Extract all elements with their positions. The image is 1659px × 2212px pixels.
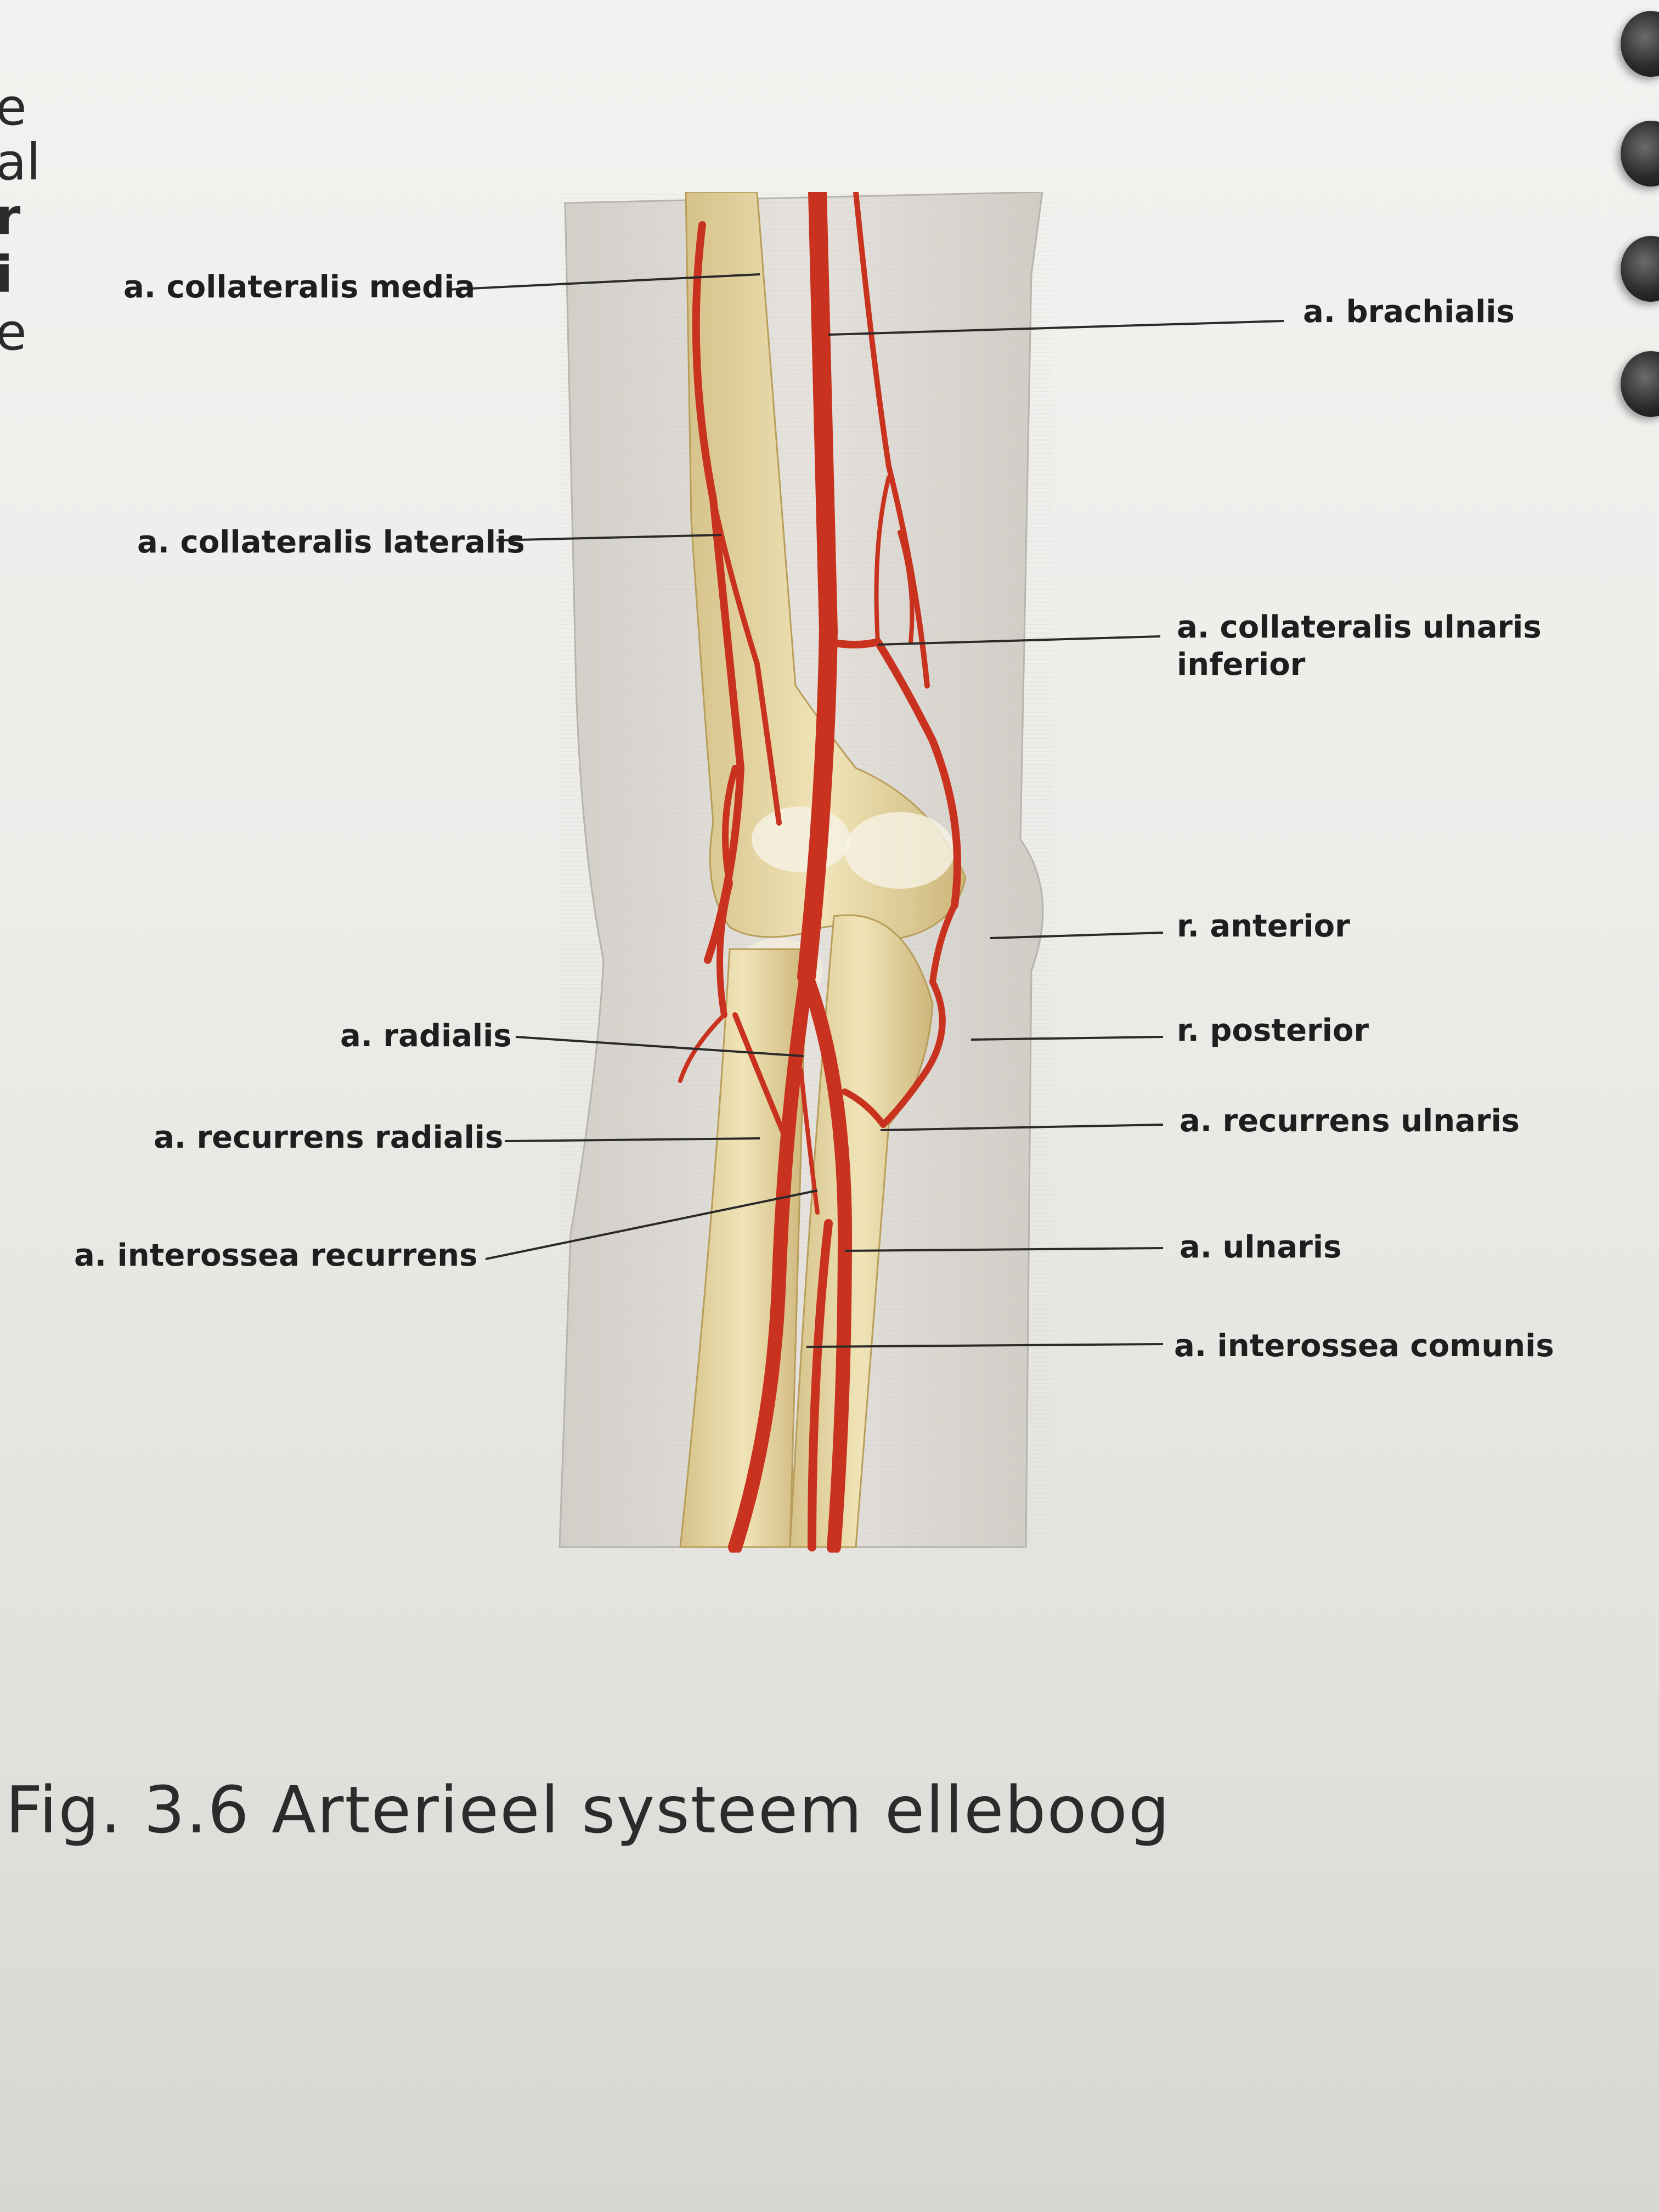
margin-fragment: i	[0, 245, 13, 304]
binding-ring	[1621, 236, 1659, 302]
margin-fragment: e	[0, 78, 27, 137]
elbow-artery-illustration	[549, 192, 1075, 1553]
ramus-posterior-artery	[880, 979, 946, 1128]
brachialis-artery	[797, 192, 838, 986]
figure-caption: Fig. 3.6 Arterieel systeem elleboog	[5, 1772, 1171, 1848]
ramus-anterior-artery	[929, 902, 958, 985]
binding-ring	[1621, 351, 1659, 417]
illustration-svg	[558, 192, 1053, 1553]
label-r-posterior: r. posterior	[1177, 1013, 1369, 1048]
collateralis-media-artery	[692, 221, 744, 964]
label-radialis: a. radialis	[340, 1018, 512, 1054]
label-r-anterior: r. anterior	[1177, 909, 1350, 944]
label-recurrens-radialis: a. recurrens radialis	[154, 1120, 504, 1155]
label-interossea-comunis: a. interossea comunis	[1174, 1328, 1554, 1364]
label-line: inferior	[1177, 647, 1306, 683]
radialis-artery	[728, 969, 814, 1553]
margin-fragment: e	[0, 303, 27, 362]
margin-fragment: r	[0, 188, 21, 246]
label-recurrens-ulnaris: a. recurrens ulnaris	[1180, 1103, 1520, 1139]
humerus-bone	[685, 192, 967, 939]
label-interossea-recurrens: a. interossea recurrens	[74, 1238, 478, 1273]
binding-ring	[1621, 11, 1659, 77]
label-collateralis-ulnaris-inferior: a. collateralis ulnaris inferior	[1177, 609, 1542, 684]
label-collateralis-media: a. collateralis media	[123, 269, 476, 305]
recurrens-radialis-artery	[732, 1012, 787, 1138]
label-line: a. collateralis ulnaris	[1177, 610, 1542, 645]
recurrens-ulnaris-artery	[842, 1088, 887, 1128]
label-brachialis: a. brachialis	[1303, 294, 1515, 330]
label-collateralis-lateralis: a. collateralis lateralis	[137, 524, 525, 560]
collateralis-lateralis-artery	[710, 496, 782, 826]
label-ulnaris: a. ulnaris	[1180, 1229, 1342, 1265]
binding-ring	[1621, 121, 1659, 187]
ulnaris-artery	[799, 969, 852, 1553]
interossea-comunis-artery	[808, 1219, 833, 1551]
collateralis-ulnaris-artery	[825, 638, 961, 909]
margin-fragment: al	[0, 133, 41, 191]
